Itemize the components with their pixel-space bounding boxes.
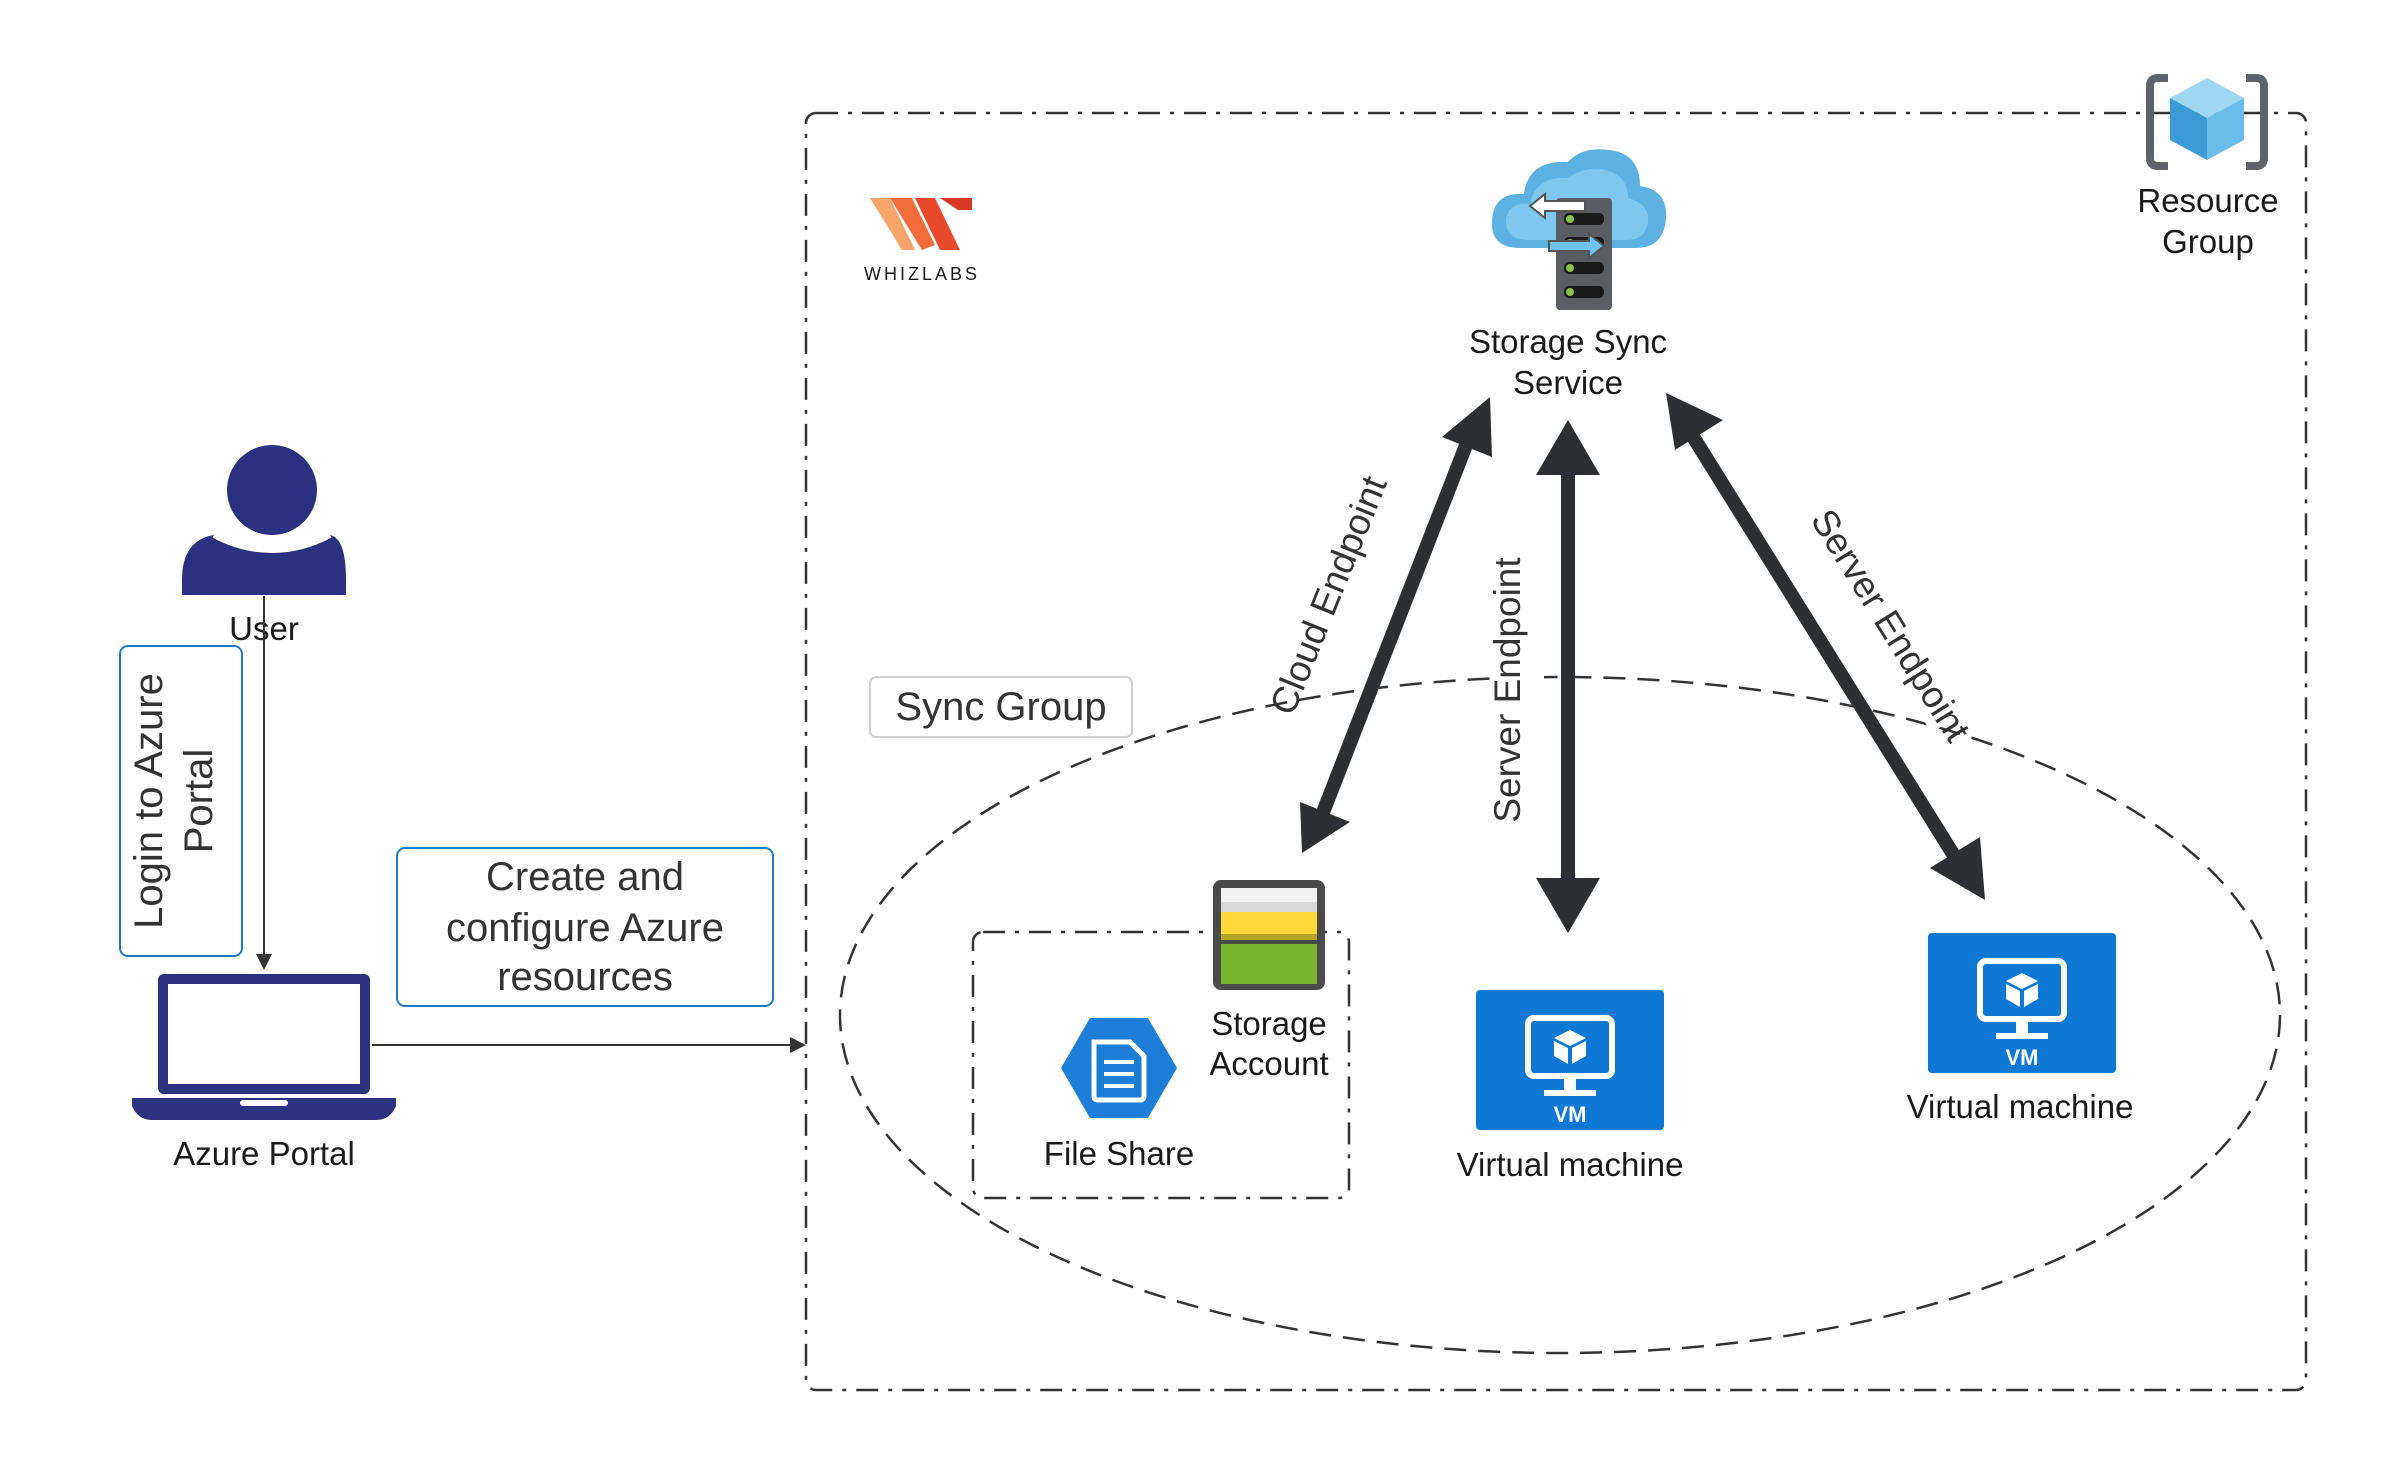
vm-label-2: Virtual machine bbox=[1907, 1088, 2134, 1125]
resource-group-icon bbox=[2146, 74, 2268, 170]
create-configure-box bbox=[396, 847, 774, 1007]
resource-group-label-1: Resource bbox=[2137, 182, 2278, 219]
storage-sync-icon bbox=[1491, 149, 1667, 310]
storage-account-label-1: Storage bbox=[1211, 1005, 1327, 1042]
login-label-2: Portal bbox=[177, 749, 221, 854]
resource-group-label-2: Group bbox=[2162, 223, 2254, 260]
file-share-icon bbox=[1061, 1018, 1177, 1118]
vm-label-1: Virtual machine bbox=[1457, 1146, 1684, 1183]
sync-group-label: Sync Group bbox=[895, 685, 1106, 729]
vm-icon-1: VM bbox=[1476, 990, 1664, 1130]
login-label-1: Login to Azure bbox=[127, 673, 171, 929]
vm-badge-1: VM bbox=[1554, 1102, 1587, 1127]
laptop-icon bbox=[132, 974, 396, 1120]
server-endpoint-arrow-right bbox=[1666, 393, 1985, 900]
create-label-3: resources bbox=[497, 955, 673, 999]
storage-account-label-2: Account bbox=[1209, 1045, 1328, 1082]
user-icon bbox=[182, 445, 346, 595]
file-share-label: File Share bbox=[1044, 1135, 1194, 1172]
storage-sync-label-1: Storage Sync bbox=[1469, 323, 1667, 360]
sync-group-ellipse bbox=[838, 675, 2282, 1355]
azure-portal-label: Azure Portal bbox=[173, 1135, 355, 1172]
resource-group-container bbox=[804, 111, 2308, 1392]
sync-group-label-box: Sync Group bbox=[869, 676, 1133, 738]
cloud-endpoint-arrow bbox=[1300, 397, 1492, 853]
create-label-1: Create and bbox=[486, 855, 684, 899]
create-label-2: configure Azure bbox=[446, 906, 724, 950]
whizlabs-logo: WHIZLABS bbox=[864, 198, 980, 284]
vm-badge-2: VM bbox=[2006, 1045, 2039, 1070]
server-endpoint-label-right: Server Endpoint bbox=[1803, 502, 1979, 749]
login-box bbox=[119, 645, 243, 957]
server-endpoint-arrow-center bbox=[1536, 420, 1600, 933]
storage-account-icon bbox=[1213, 880, 1325, 990]
server-endpoint-label-center: Server Endpoint bbox=[1487, 557, 1528, 823]
storage-group-container bbox=[971, 930, 1351, 1200]
vm-icon-2: VM bbox=[1928, 933, 2116, 1073]
storage-sync-label-2: Service bbox=[1513, 364, 1623, 401]
whizlabs-logo-text: WHIZLABS bbox=[864, 264, 980, 284]
